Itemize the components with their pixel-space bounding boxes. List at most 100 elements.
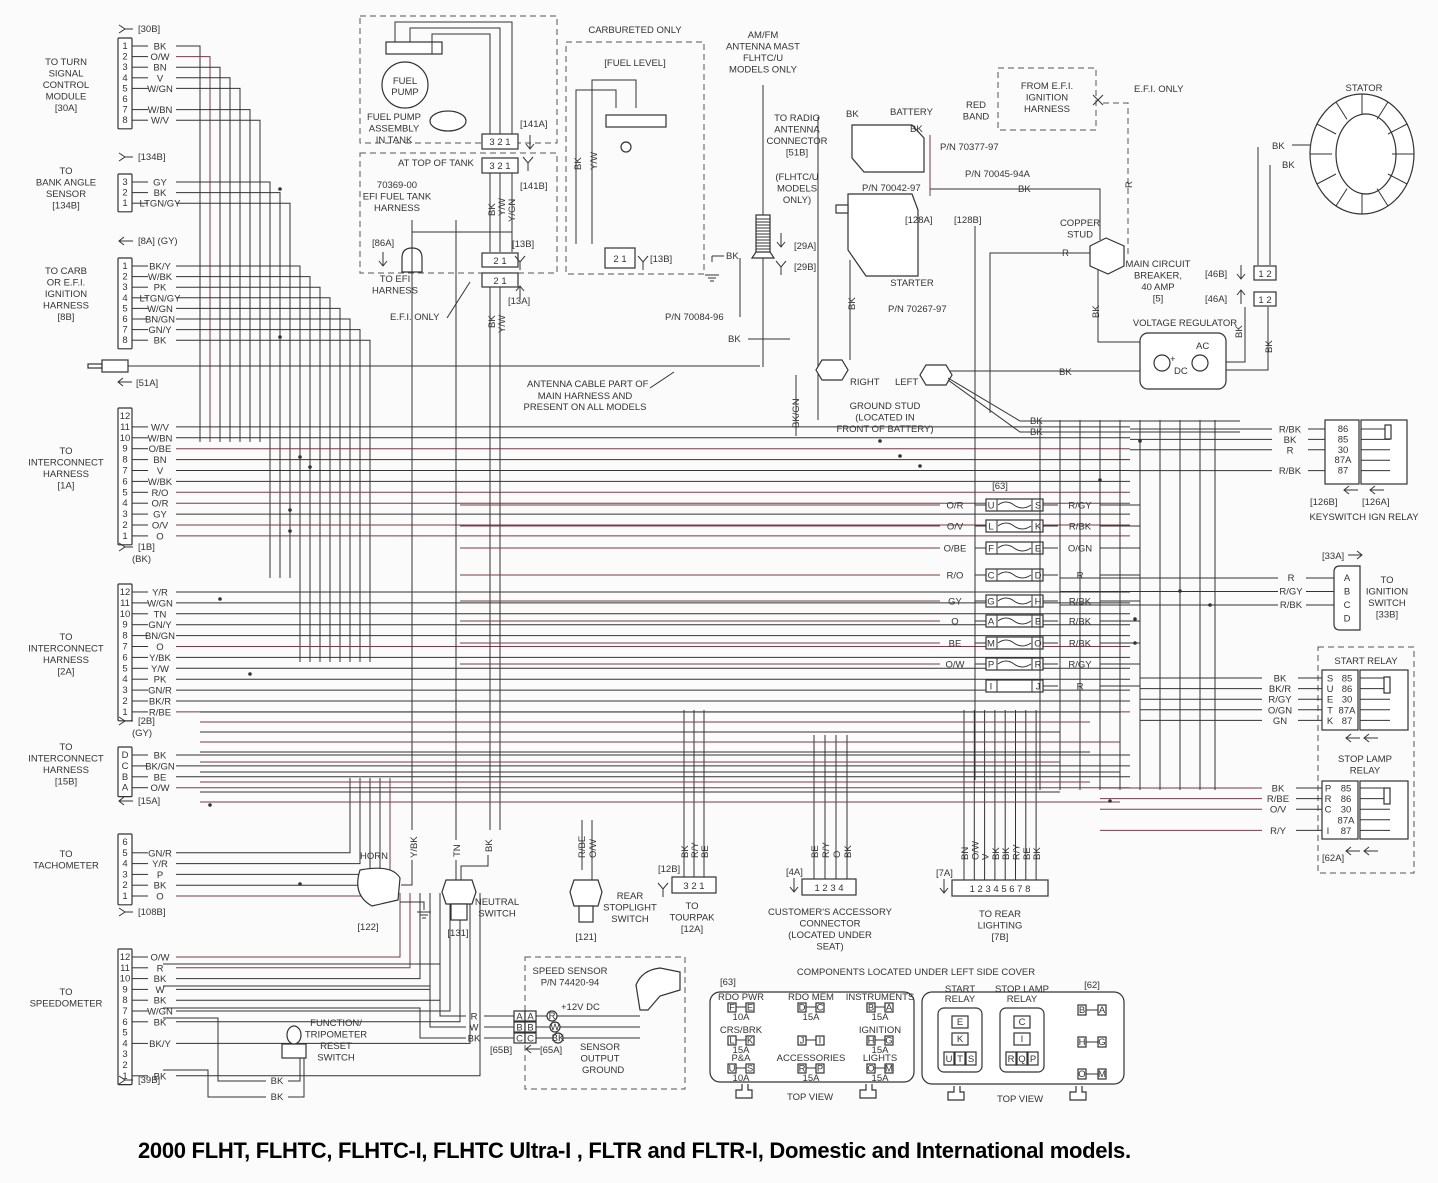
stator-segment	[1316, 173, 1337, 185]
arrow-icon	[776, 233, 786, 248]
fuel-pump-label: FUEL	[393, 76, 417, 87]
wire-color-label: BK	[154, 751, 167, 762]
wire-color-label: BK	[1030, 427, 1043, 438]
fuse-terminal: M	[987, 639, 995, 650]
pin-number: 10	[120, 609, 131, 620]
wire-color-label: BK	[846, 109, 859, 120]
fuse-name: IGNITION	[859, 1025, 901, 1036]
arrow-icon	[117, 377, 132, 387]
relay-pinout	[1321, 669, 1359, 731]
pin-number: 5	[122, 487, 127, 498]
arrow-icon	[776, 241, 786, 248]
pin-number: 11	[120, 963, 130, 974]
splice-dot	[298, 455, 302, 459]
connector-label: [134B]	[52, 201, 79, 212]
tourpak-label: TOURPAK	[669, 913, 715, 924]
wire-color-label: R/Y	[1270, 826, 1287, 837]
part-number: P/N 70084-96	[665, 312, 724, 323]
wire-color-label: R/Y	[1012, 844, 1023, 861]
antenna-label: FLHTC/U	[743, 53, 783, 64]
connector-label: [8B]	[58, 312, 75, 323]
fuse-letter: E	[747, 1003, 753, 1014]
models-note: ONLY)	[783, 195, 811, 206]
splice-dot	[878, 439, 882, 443]
wire-color-label: BK	[487, 315, 498, 328]
pin-letter: C	[527, 1034, 534, 1045]
wire	[176, 87, 241, 442]
arrow-icon	[1345, 733, 1360, 743]
stator-segment	[1387, 123, 1408, 135]
stop-lamp-relay-label: RELAY	[1350, 766, 1381, 777]
tank-boundary	[359, 15, 558, 144]
fuse-name: ACCESSORIES	[777, 1053, 846, 1064]
y-connector-icon	[657, 882, 669, 897]
arrow-icon	[1343, 485, 1358, 495]
pin-letter: B	[527, 1023, 533, 1034]
starter-label: STARTER	[890, 278, 934, 289]
pin-number: 1	[122, 707, 127, 718]
pin-number: 10	[120, 974, 131, 985]
wire-color-label: BK	[487, 203, 498, 216]
pin-number: 7	[122, 325, 127, 336]
relay-pin: 30	[1341, 805, 1352, 816]
fuel-float	[429, 110, 467, 132]
fuse-name: LIGHTS	[863, 1053, 897, 1064]
splice-dot	[1138, 439, 1142, 443]
fuse-letter: K	[747, 1036, 754, 1047]
wire-color-label: P	[157, 870, 163, 881]
connector-label: BANK ANGLE	[36, 178, 96, 189]
ac-terminal	[1191, 354, 1209, 372]
ground-stud-left-label: LEFT	[895, 377, 918, 388]
mounting-tab	[947, 1086, 965, 1101]
arrow-icon	[118, 796, 133, 806]
stator-label: STATOR	[1346, 83, 1383, 94]
connector-ref: [141A]	[520, 119, 547, 130]
connector-ref: [46B]	[1205, 269, 1227, 280]
fuse-name: INSTRUMENTS	[846, 992, 915, 1003]
wire	[394, 21, 513, 134]
speed-sensor-icon	[635, 967, 681, 1011]
component-ref: [122]	[357, 922, 378, 933]
connector-ref: [13B]	[512, 239, 534, 250]
pin-number: 6	[122, 652, 127, 663]
pin-number: 8	[122, 995, 127, 1006]
pin-number: 4	[122, 293, 127, 304]
wire	[176, 893, 431, 990]
ground-stud-right-label: RIGHT	[850, 377, 880, 388]
wire	[163, 1007, 466, 1039]
fuse-letter: H	[1079, 1037, 1086, 1048]
connector-label: TO CARB	[45, 266, 87, 277]
wire-color-label: W/BN	[148, 105, 173, 116]
splice-dot	[208, 803, 212, 807]
pin-number: 1	[122, 198, 127, 209]
fuse-letter: M	[1098, 1069, 1106, 1080]
pin-number: 6	[122, 1017, 127, 1028]
connector-label: [1A]	[58, 481, 75, 492]
wire-color-label: BE	[810, 845, 821, 858]
efi-ignition-label: HARNESS	[1024, 104, 1070, 115]
pin-number: 12	[120, 411, 131, 422]
relay-pin: 85	[1342, 674, 1353, 685]
pin-numbers: 3 2 1	[489, 161, 510, 172]
wire-color-label: Y/GN	[507, 199, 518, 222]
wire-color-label: PK	[154, 283, 167, 294]
arrow-icon	[1363, 733, 1378, 743]
splice-dot	[248, 672, 252, 676]
fuse-letter: M	[885, 1064, 893, 1075]
wire-color-label: BK/R	[1269, 684, 1291, 695]
splice-dot	[288, 529, 292, 533]
wire-color-label: O/GN	[1268, 705, 1292, 716]
rear-lighting-label: [7B]	[992, 932, 1009, 943]
pin-number: 1	[122, 41, 127, 52]
accessory-connector-label: CONNECTOR	[799, 919, 860, 930]
wire-color-label: BK	[154, 996, 167, 1007]
wire	[176, 56, 211, 442]
relay-pin: 87	[1338, 466, 1349, 477]
relay-cell-letter: P	[1030, 1054, 1036, 1065]
